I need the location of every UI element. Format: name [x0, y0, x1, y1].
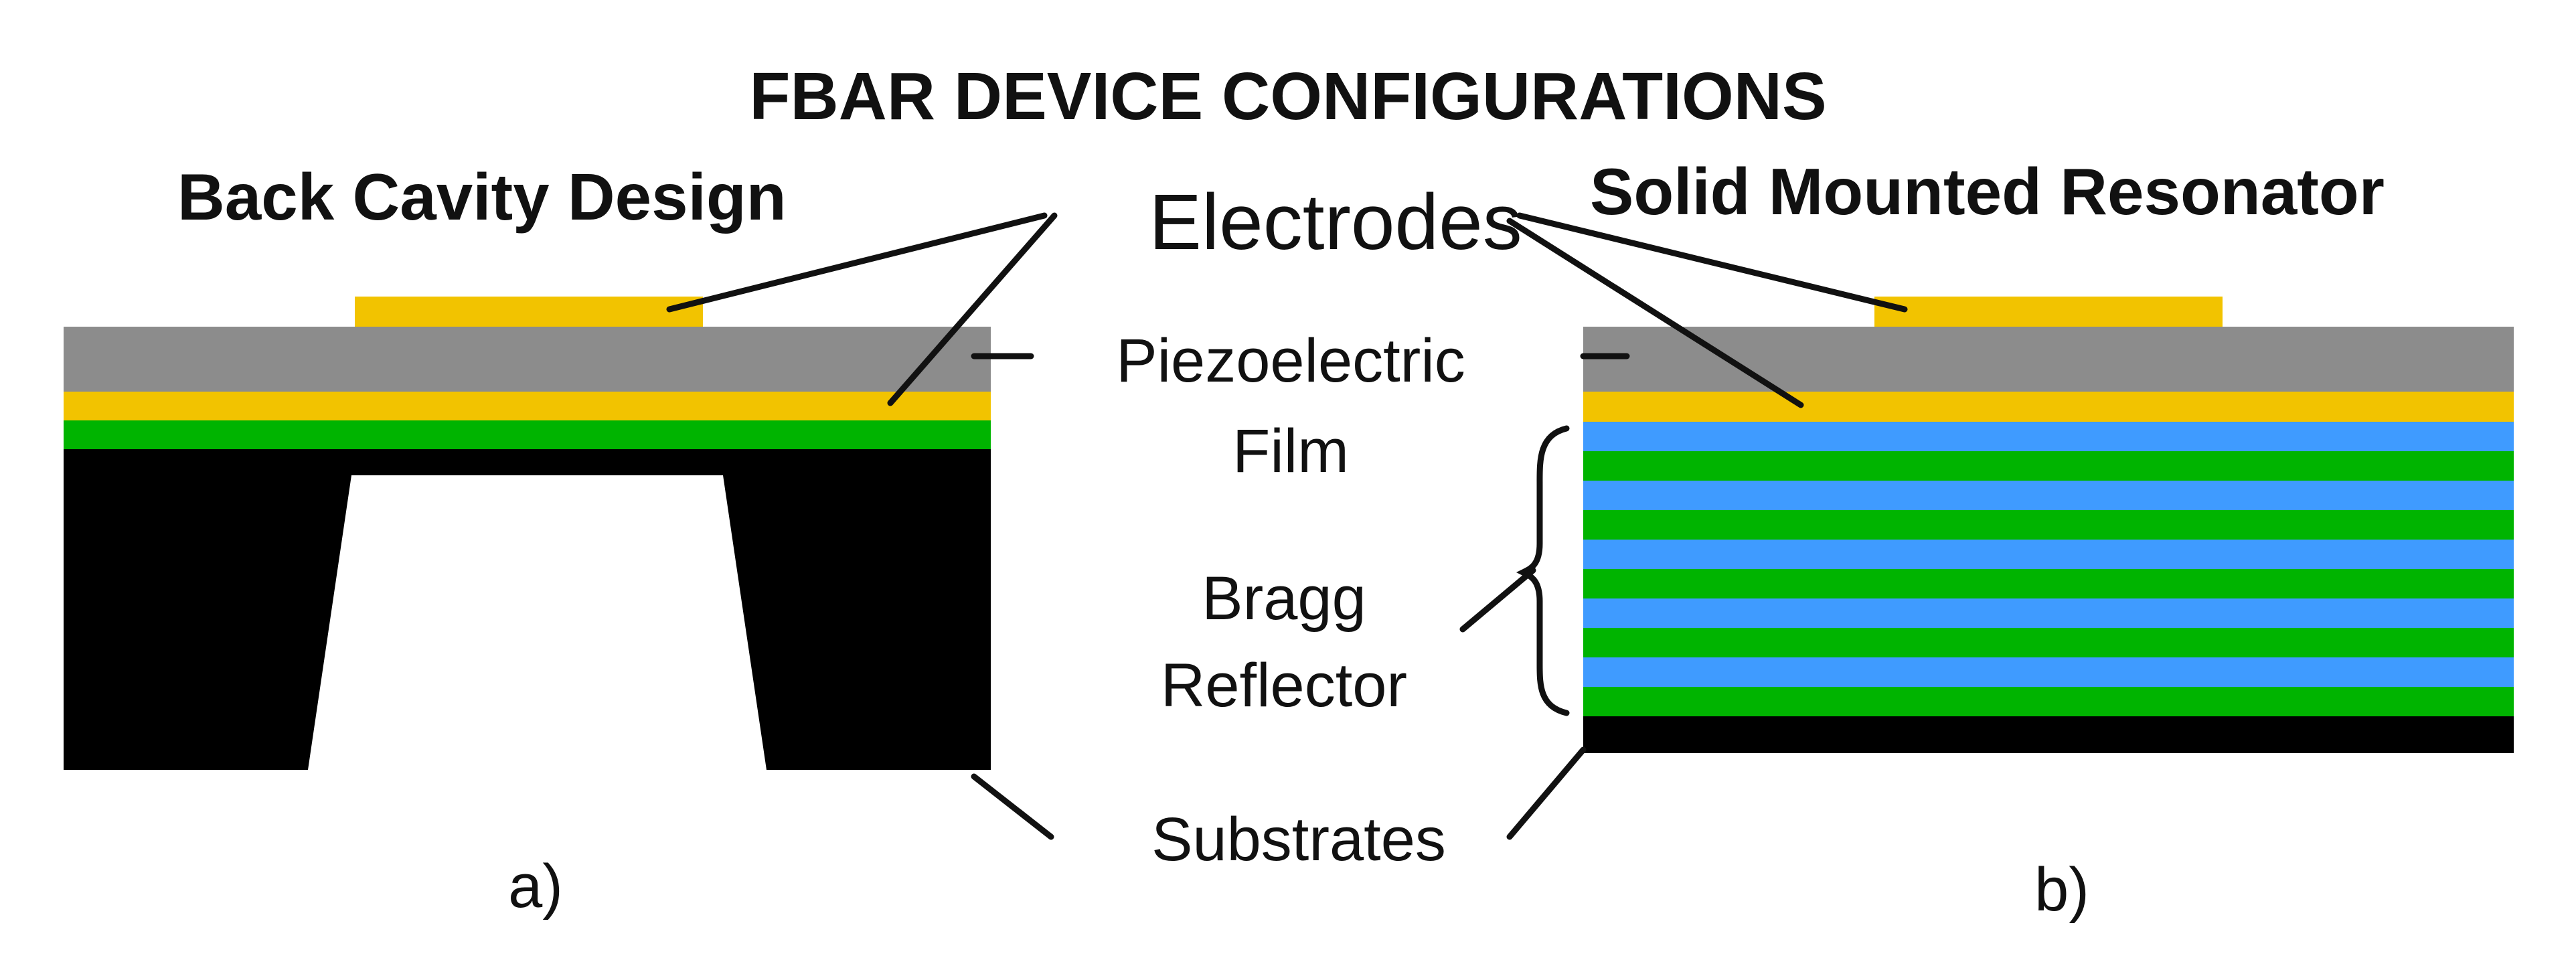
- panel-a-piezoelectric-film: [64, 327, 991, 392]
- panel-b-bragg-reflector-layers: [1583, 422, 2514, 717]
- bragg-label-line1: Bragg: [1202, 564, 1366, 633]
- panel-b-bottom-electrode: [1583, 392, 2514, 422]
- bragg-layer-low: [1583, 628, 2514, 658]
- piezoelectric-label-line2: Film: [1232, 417, 1349, 485]
- bragg-layer-high: [1583, 657, 2514, 688]
- bragg-layer-high: [1583, 598, 2514, 629]
- bragg-layer-low: [1583, 451, 2514, 481]
- bragg-layer-low: [1583, 569, 2514, 599]
- leader-bragg: [1459, 567, 1536, 633]
- leader-electrodes-a-top: [666, 212, 1048, 313]
- bragg-label-line2: Reflector: [1161, 651, 1407, 720]
- bragg-layer-high: [1583, 422, 2514, 452]
- bragg-layer-low: [1583, 510, 2514, 540]
- substrates-label: Substrates: [1151, 805, 1446, 874]
- leader-electrodes-b-bottom: [1506, 218, 1804, 408]
- panel-a-substrate: [64, 449, 991, 770]
- leader-lines: [666, 212, 1908, 840]
- bragg-layer-low: [1583, 687, 2514, 717]
- panel-a-caption: a): [508, 852, 563, 920]
- panel-b-top-electrode: [1874, 297, 2223, 327]
- panel-b-caption: b): [2034, 856, 2089, 924]
- bragg-layer-high: [1583, 540, 2514, 570]
- leader-substrates-a: [971, 773, 1054, 840]
- panel-a-top-electrode: [355, 297, 703, 327]
- bragg-layer-high: [1583, 481, 2514, 511]
- panel-b-solid-mounted-resonator: Solid Mounted Resonator b): [1583, 155, 2514, 924]
- leader-electrodes-a-bottom: [887, 212, 1058, 406]
- bragg-reflector-brace: [1516, 425, 1570, 716]
- panel-b-piezoelectric-film: [1583, 327, 2514, 392]
- panel-a-heading: Back Cavity Design: [177, 160, 787, 234]
- piezoelectric-label-line1: Piezoelectric: [1116, 327, 1465, 395]
- panel-b-substrate: [1583, 716, 2514, 753]
- panel-b-heading: Solid Mounted Resonator: [1590, 155, 2385, 228]
- leader-substrates-b: [1506, 746, 1587, 840]
- leader-electrodes-b-top: [1516, 212, 1908, 313]
- panel-a-support-layer: [64, 420, 991, 449]
- panel-a-back-cavity: Back Cavity Design a): [64, 160, 991, 920]
- panel-a-bottom-electrode: [64, 392, 991, 420]
- diagram-title: FBAR DEVICE CONFIGURATIONS: [749, 59, 1826, 134]
- electrodes-label: Electrodes: [1149, 178, 1522, 266]
